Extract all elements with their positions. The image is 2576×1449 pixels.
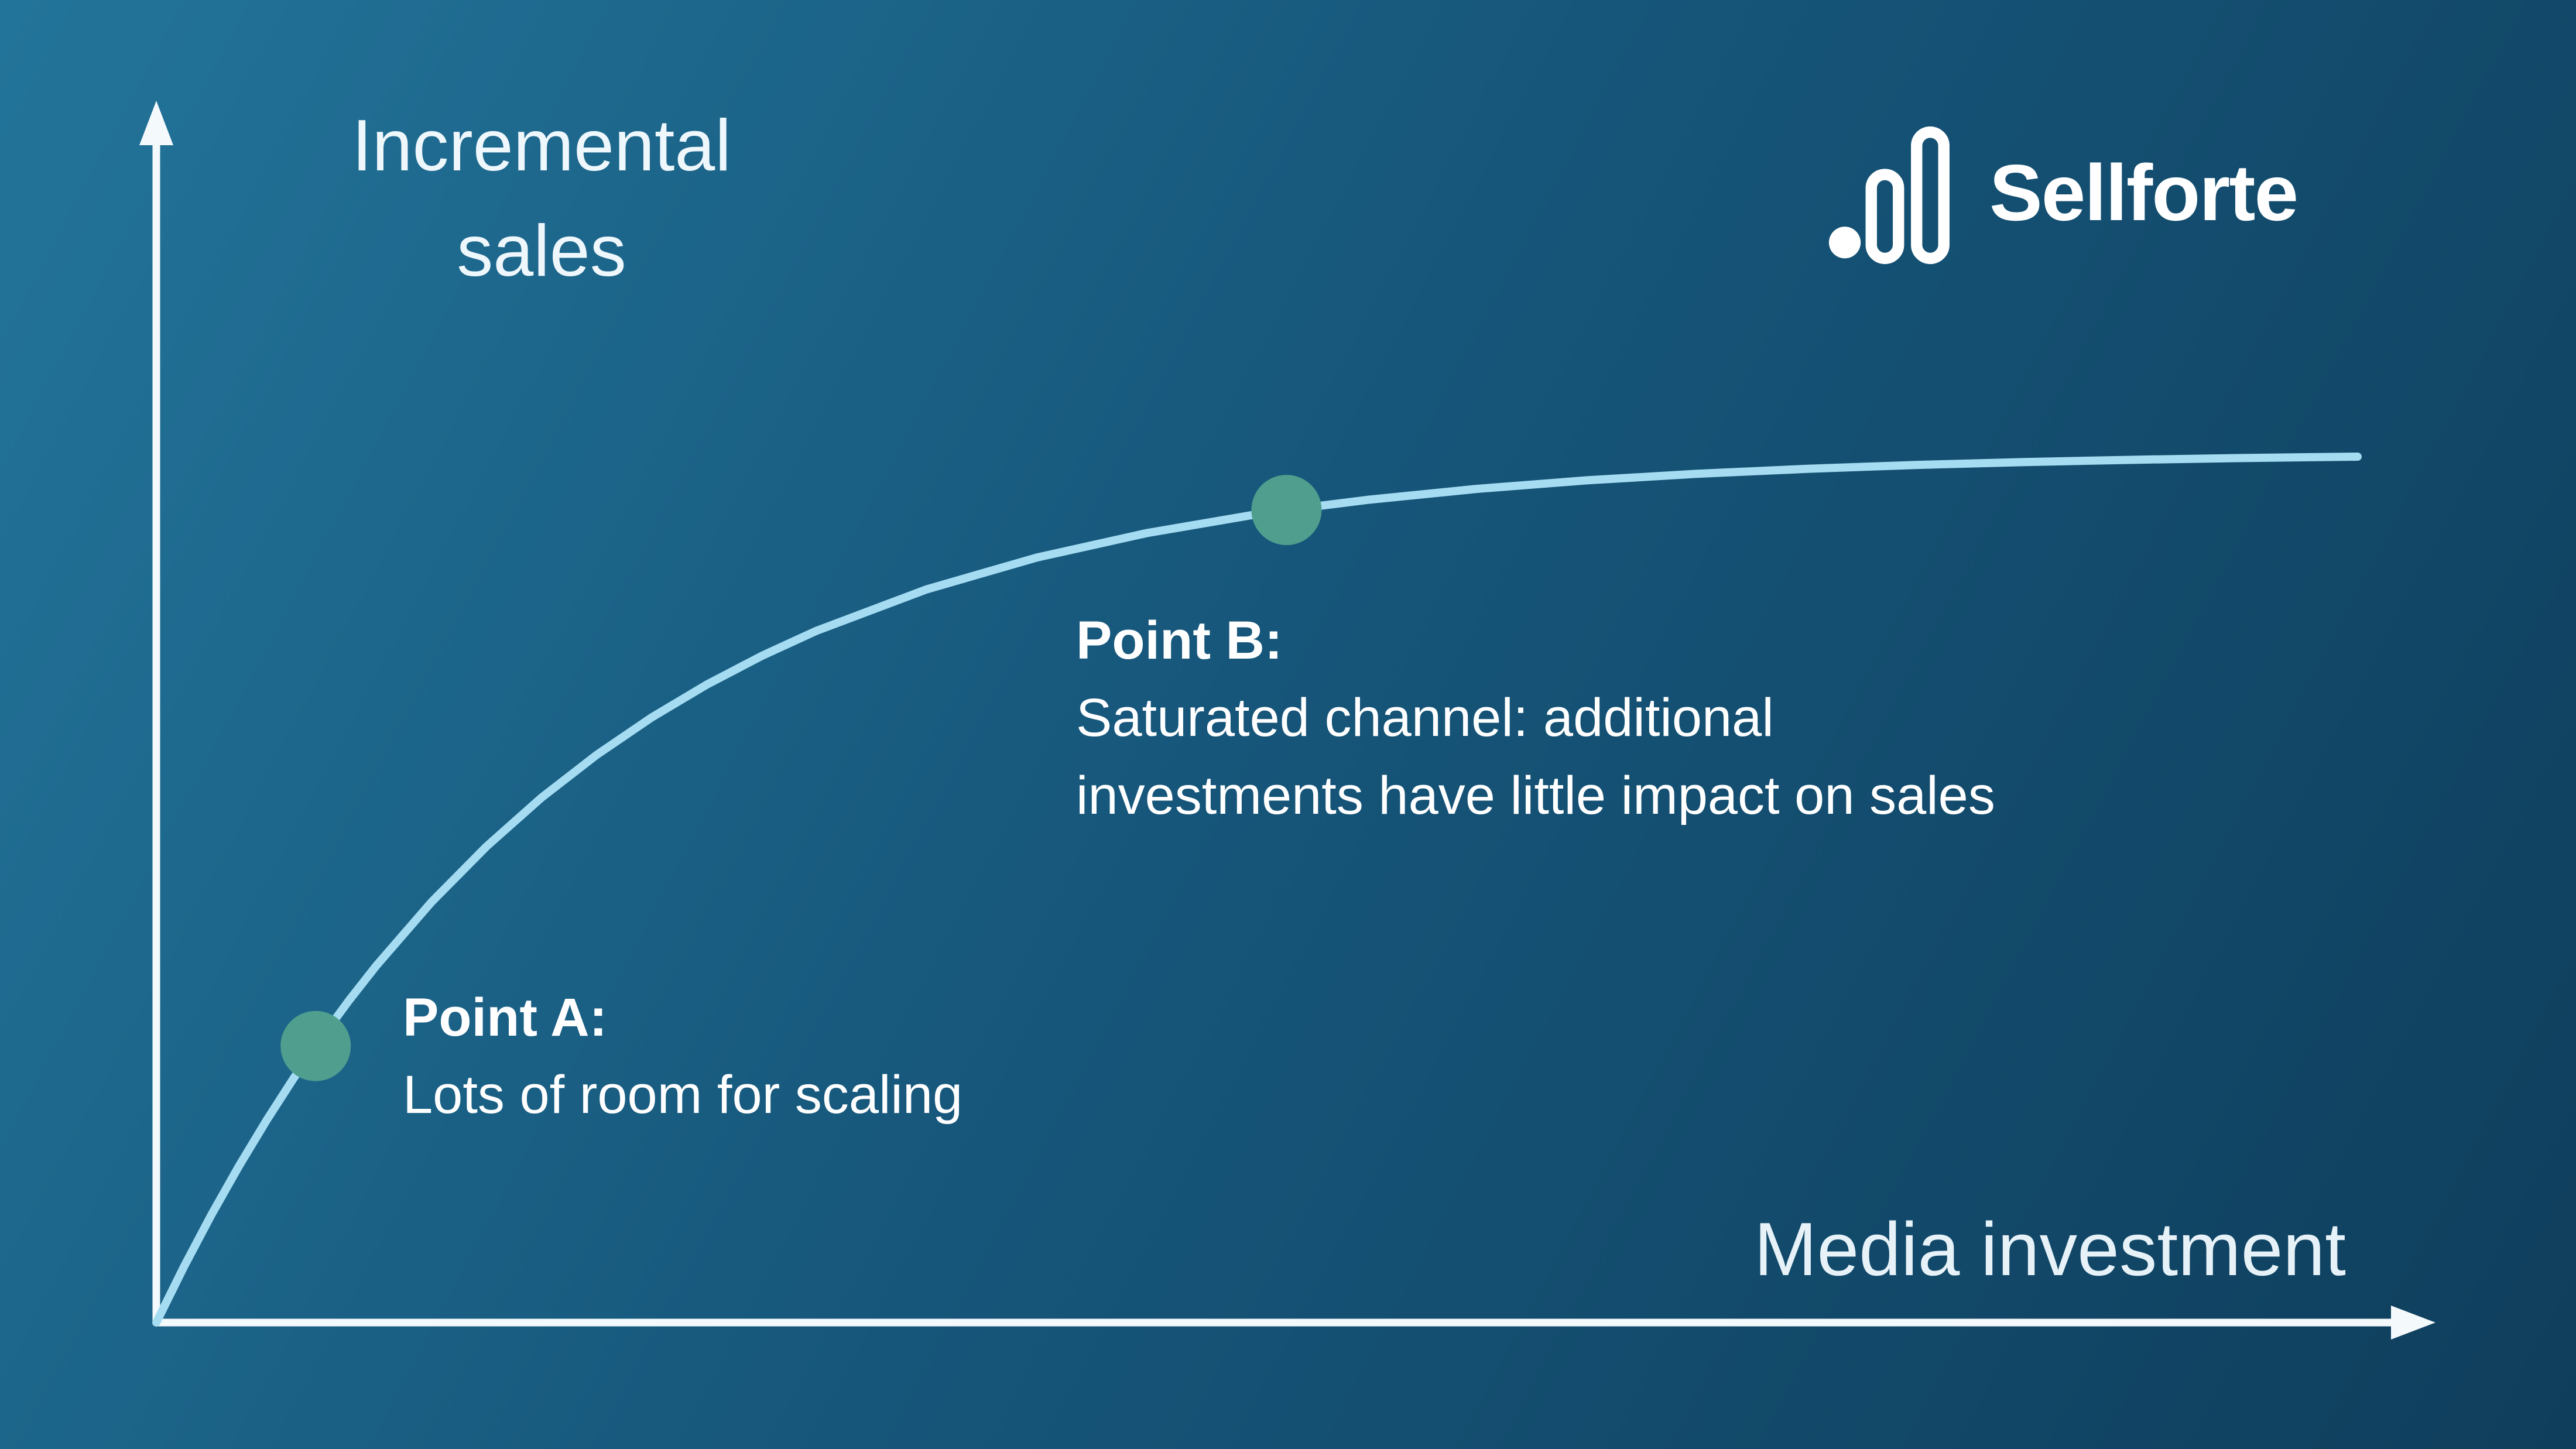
sellforte-logo-text: Sellforte xyxy=(1989,148,2298,237)
point-a-title: Point A: xyxy=(403,988,608,1047)
y-axis-label: Incremental sales xyxy=(293,94,790,304)
y-axis-arrow-icon xyxy=(139,101,173,145)
sellforte-logo-icon xyxy=(1828,126,1950,265)
point-b-annotation: Point B: Saturated channel: additional i… xyxy=(1076,602,1995,834)
x-axis-arrow-icon xyxy=(2391,1306,2435,1340)
point-a-marker xyxy=(280,1010,351,1081)
point-b-text-line1: Saturated channel: additional xyxy=(1076,688,1774,748)
y-axis-label-line1: Incremental xyxy=(352,105,731,186)
point-a-text: Lots of room for scaling xyxy=(403,1065,963,1125)
saturation-curve xyxy=(152,453,2362,1327)
x-axis-label: Media investment xyxy=(1754,1207,2346,1292)
sellforte-logo: Sellforte xyxy=(1827,120,2298,265)
y-axis-label-line2: sales xyxy=(457,210,626,292)
point-b-text-line2: investments have little impact on sales xyxy=(1076,765,1995,825)
point-b-marker xyxy=(1251,475,1322,546)
point-b-title: Point B: xyxy=(1076,611,1283,670)
point-a-annotation: Point A: Lots of room for scaling xyxy=(403,979,962,1134)
